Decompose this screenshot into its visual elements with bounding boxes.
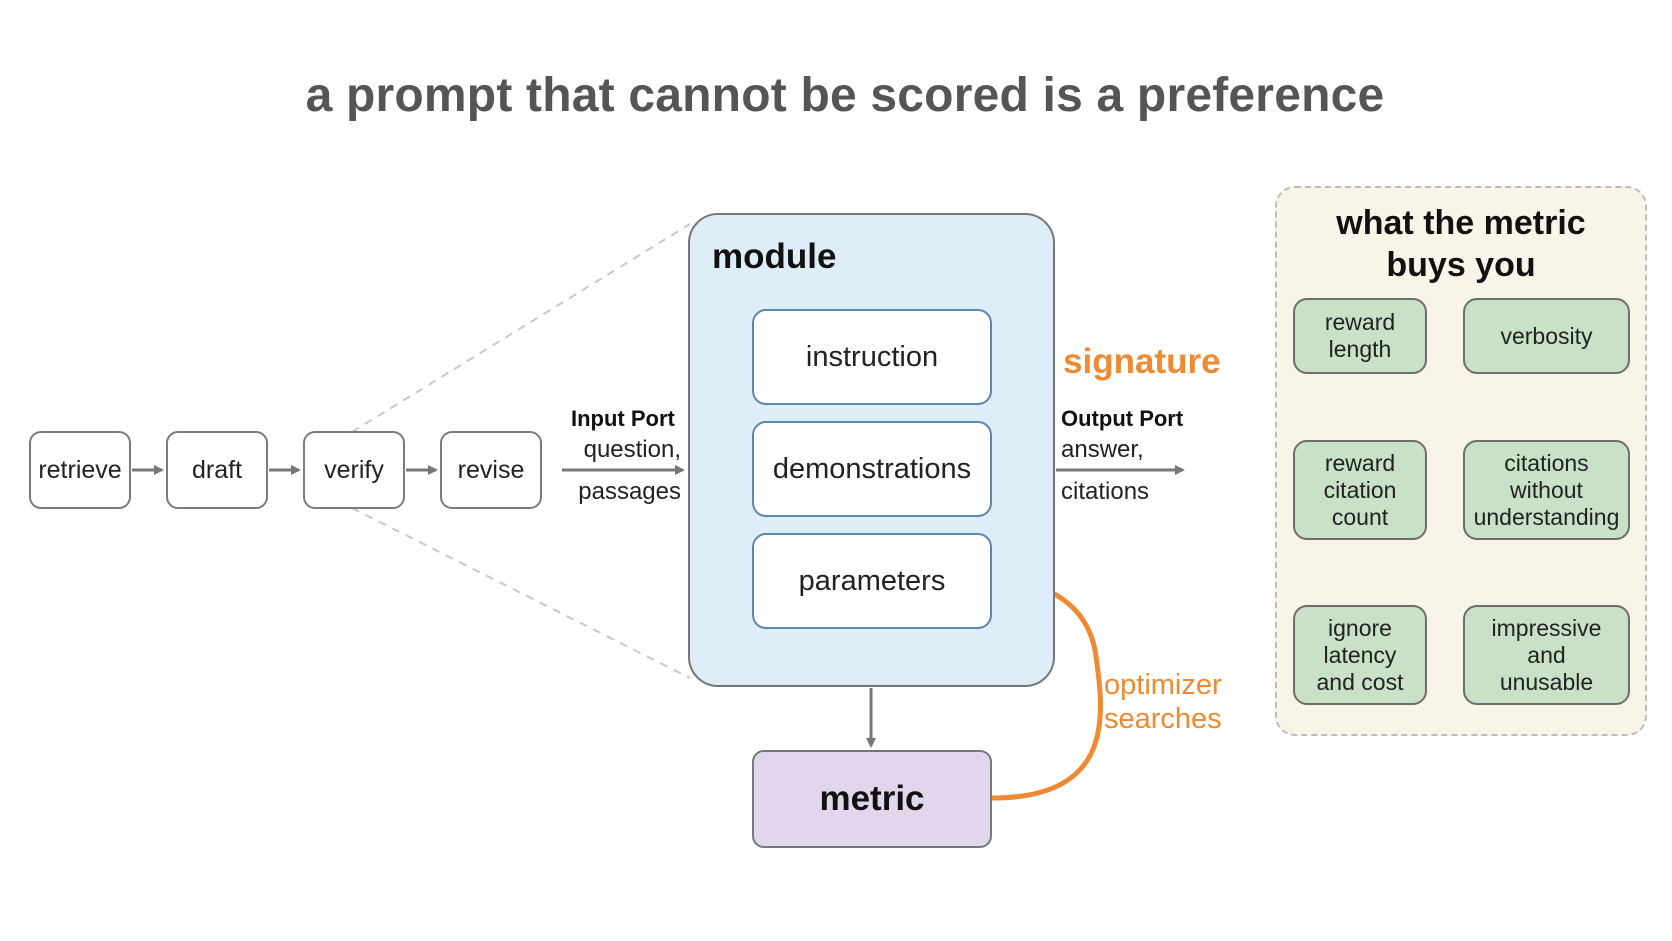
pair-2-cause: reward citation count [1293, 440, 1427, 540]
page-title: a prompt that cannot be scored is a pref… [305, 69, 1385, 122]
module-parameters: parameters [752, 533, 992, 629]
metric-box: metric [752, 750, 992, 848]
step-draft: draft [166, 431, 268, 509]
zoom-line-bottom [351, 507, 691, 679]
step-retrieve: retrieve [29, 431, 131, 509]
optimizer-label: optimizer searches [1104, 669, 1222, 735]
step-verify: verify [303, 431, 405, 509]
pair-3-cause: ignore latency and cost [1293, 605, 1427, 705]
input-port-heading: Input Port [571, 406, 675, 431]
output-port-fields: answer, citations [1061, 436, 1150, 505]
pair-1-effect: verbosity [1463, 298, 1630, 374]
module-label: module [712, 237, 837, 276]
step-revise: revise [440, 431, 542, 509]
input-port-fields: question, passages [578, 436, 681, 505]
panel-title: what the metric buys you [1336, 204, 1586, 284]
pair-1-cause: reward length [1293, 298, 1427, 374]
module-demonstrations: demonstrations [752, 421, 992, 517]
signature-label: signature [1063, 342, 1221, 381]
pair-3-effect: impressive and unusable [1463, 605, 1630, 705]
zoom-line-top [351, 223, 691, 433]
output-port-heading: Output Port [1061, 406, 1184, 431]
module-instruction: instruction [752, 309, 992, 405]
pair-2-effect: citations without understanding [1463, 440, 1630, 540]
